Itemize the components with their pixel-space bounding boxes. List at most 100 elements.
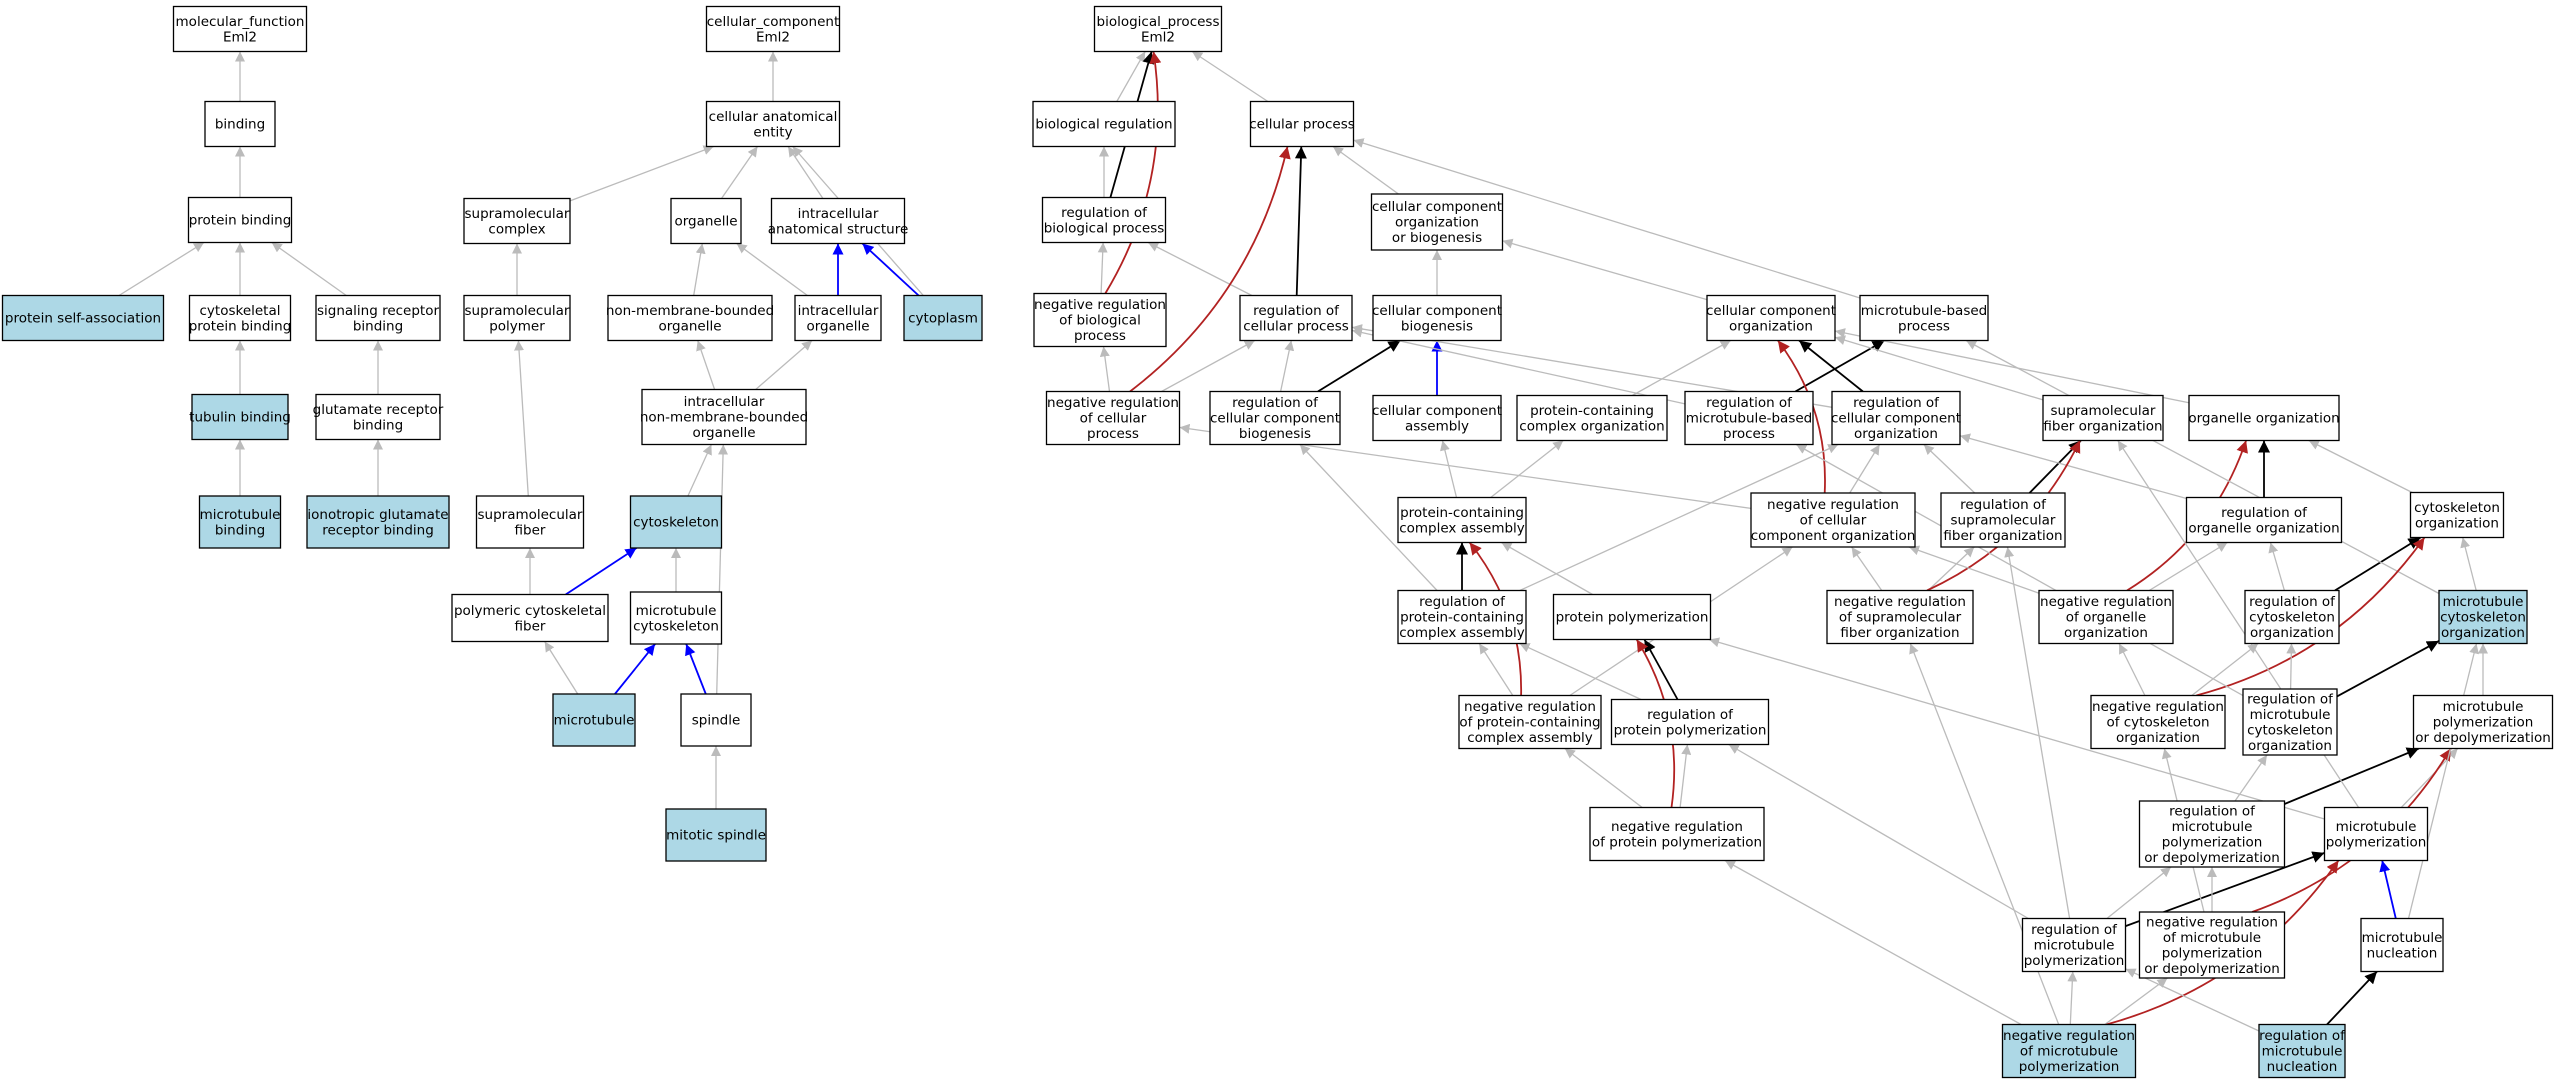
node-box-cytoplasm: [903, 294, 983, 342]
node-reg-mt-polym-or-depolym[interactable]: regulation ofmicrotubulepolymerizationor…: [2138, 800, 2286, 868]
node-cellular-process[interactable]: cellular process: [1249, 100, 1355, 148]
node-tubulin-binding[interactable]: tubulin binding: [189, 393, 291, 441]
node-box-reg-microtubule-based-process: [1684, 390, 1814, 446]
node-label-supramolecular-fiber-line-1: supramolecular: [477, 507, 582, 523]
node-cytoplasm[interactable]: cytoplasm: [903, 294, 983, 342]
node-mitotic-spindle[interactable]: mitotic spindle: [665, 808, 767, 862]
node-label-neg-reg-mt-polym-or-depolym-line-4: or depolymerization: [2144, 961, 2280, 977]
node-intracellular-nmb-organelle[interactable]: intracellularnon-membrane-boundedorganel…: [640, 388, 808, 446]
node-label-neg-reg-cc-organization-line-3: component organization: [1751, 528, 1916, 544]
edge-is-a-intracellular-anatomical-structure-to-cellular-anatomical-entity: [787, 146, 824, 199]
node-biological-regulation[interactable]: biological regulation: [1032, 100, 1176, 148]
node-box-signaling-receptor-binding: [315, 294, 441, 342]
node-box-supramolecular-complex: [463, 197, 571, 245]
node-label-microtubule-nucleation-line-2: nucleation: [2367, 945, 2438, 961]
edge-is-a-organelle-to-cellular-anatomical-entity: [720, 146, 759, 199]
node-spindle[interactable]: spindle: [680, 693, 752, 747]
node-label-pc-complex-assembly-line-2: complex assembly: [1399, 520, 1525, 536]
node-cytoskeleton[interactable]: cytoskeleton: [629, 495, 723, 549]
edge-is-a-neg-reg-microtubule-polymerization-to-neg-reg-mt-polym-or-depolym: [2104, 977, 2168, 1026]
node-binding[interactable]: binding: [204, 100, 276, 148]
node-box-reg-pc-complex-assembly: [1397, 589, 1527, 645]
node-label-protein-self-association-line-1: protein self-association: [5, 311, 161, 327]
node-label-reg-cytoskeleton-organization-line-2: cytoskeleton: [2249, 610, 2335, 626]
edge-is-a-neg-reg-supramolecular-fiber-org-to-reg-supramolecular-fiber-org: [1927, 546, 1975, 591]
node-label-intracellular-anatomical-structure-line-1: intracellular: [798, 206, 879, 222]
node-box-cellular-anatomical-entity: [705, 100, 841, 148]
node-microtubule[interactable]: microtubule: [552, 693, 636, 747]
node-protein-binding[interactable]: protein binding: [187, 196, 293, 244]
node-label-reg-pc-complex-assembly-line-3: complex assembly: [1399, 625, 1525, 641]
edge-is-a-neg-reg-organelle-organization-to-neg-reg-cc-organization: [1908, 545, 2040, 594]
node-label-supramolecular-fiber-organization-line-2: fiber organization: [2043, 418, 2162, 434]
edge-is-a-reg-cytoskeleton-organization-to-reg-organelle-organization: [2268, 542, 2286, 591]
edge-part-of-spindle-to-microtubule-cytoskeleton: [685, 643, 707, 695]
node-label-pc-complex-organization-line-1: protein-containing: [1530, 403, 1654, 419]
node-protein-polymerization[interactable]: protein polymerization: [1552, 593, 1712, 641]
node-box-binding: [204, 100, 276, 148]
node-label-glutamate-receptor-binding-line-1: glutamate receptor: [313, 402, 444, 418]
node-organelle[interactable]: organelle: [670, 197, 742, 245]
node-protein-self-association[interactable]: protein self-association: [1, 294, 165, 342]
node-box-protein-polymerization: [1552, 593, 1712, 641]
node-label-cellular-anatomical-entity-line-1: cellular anatomical: [709, 109, 838, 125]
node-label-microtubule-line-1: microtubule: [554, 713, 635, 729]
node-organelle-organization[interactable]: organelle organization: [2188, 394, 2340, 442]
node-box-cc-organization: [1706, 294, 1836, 342]
node-label-reg-microtubule-polymerization-line-2: microtubule: [2034, 938, 2115, 954]
node-reg-microtubule-cytoskeleton-org[interactable]: regulation ofmicrotubulecytoskeletonorga…: [2242, 688, 2338, 756]
